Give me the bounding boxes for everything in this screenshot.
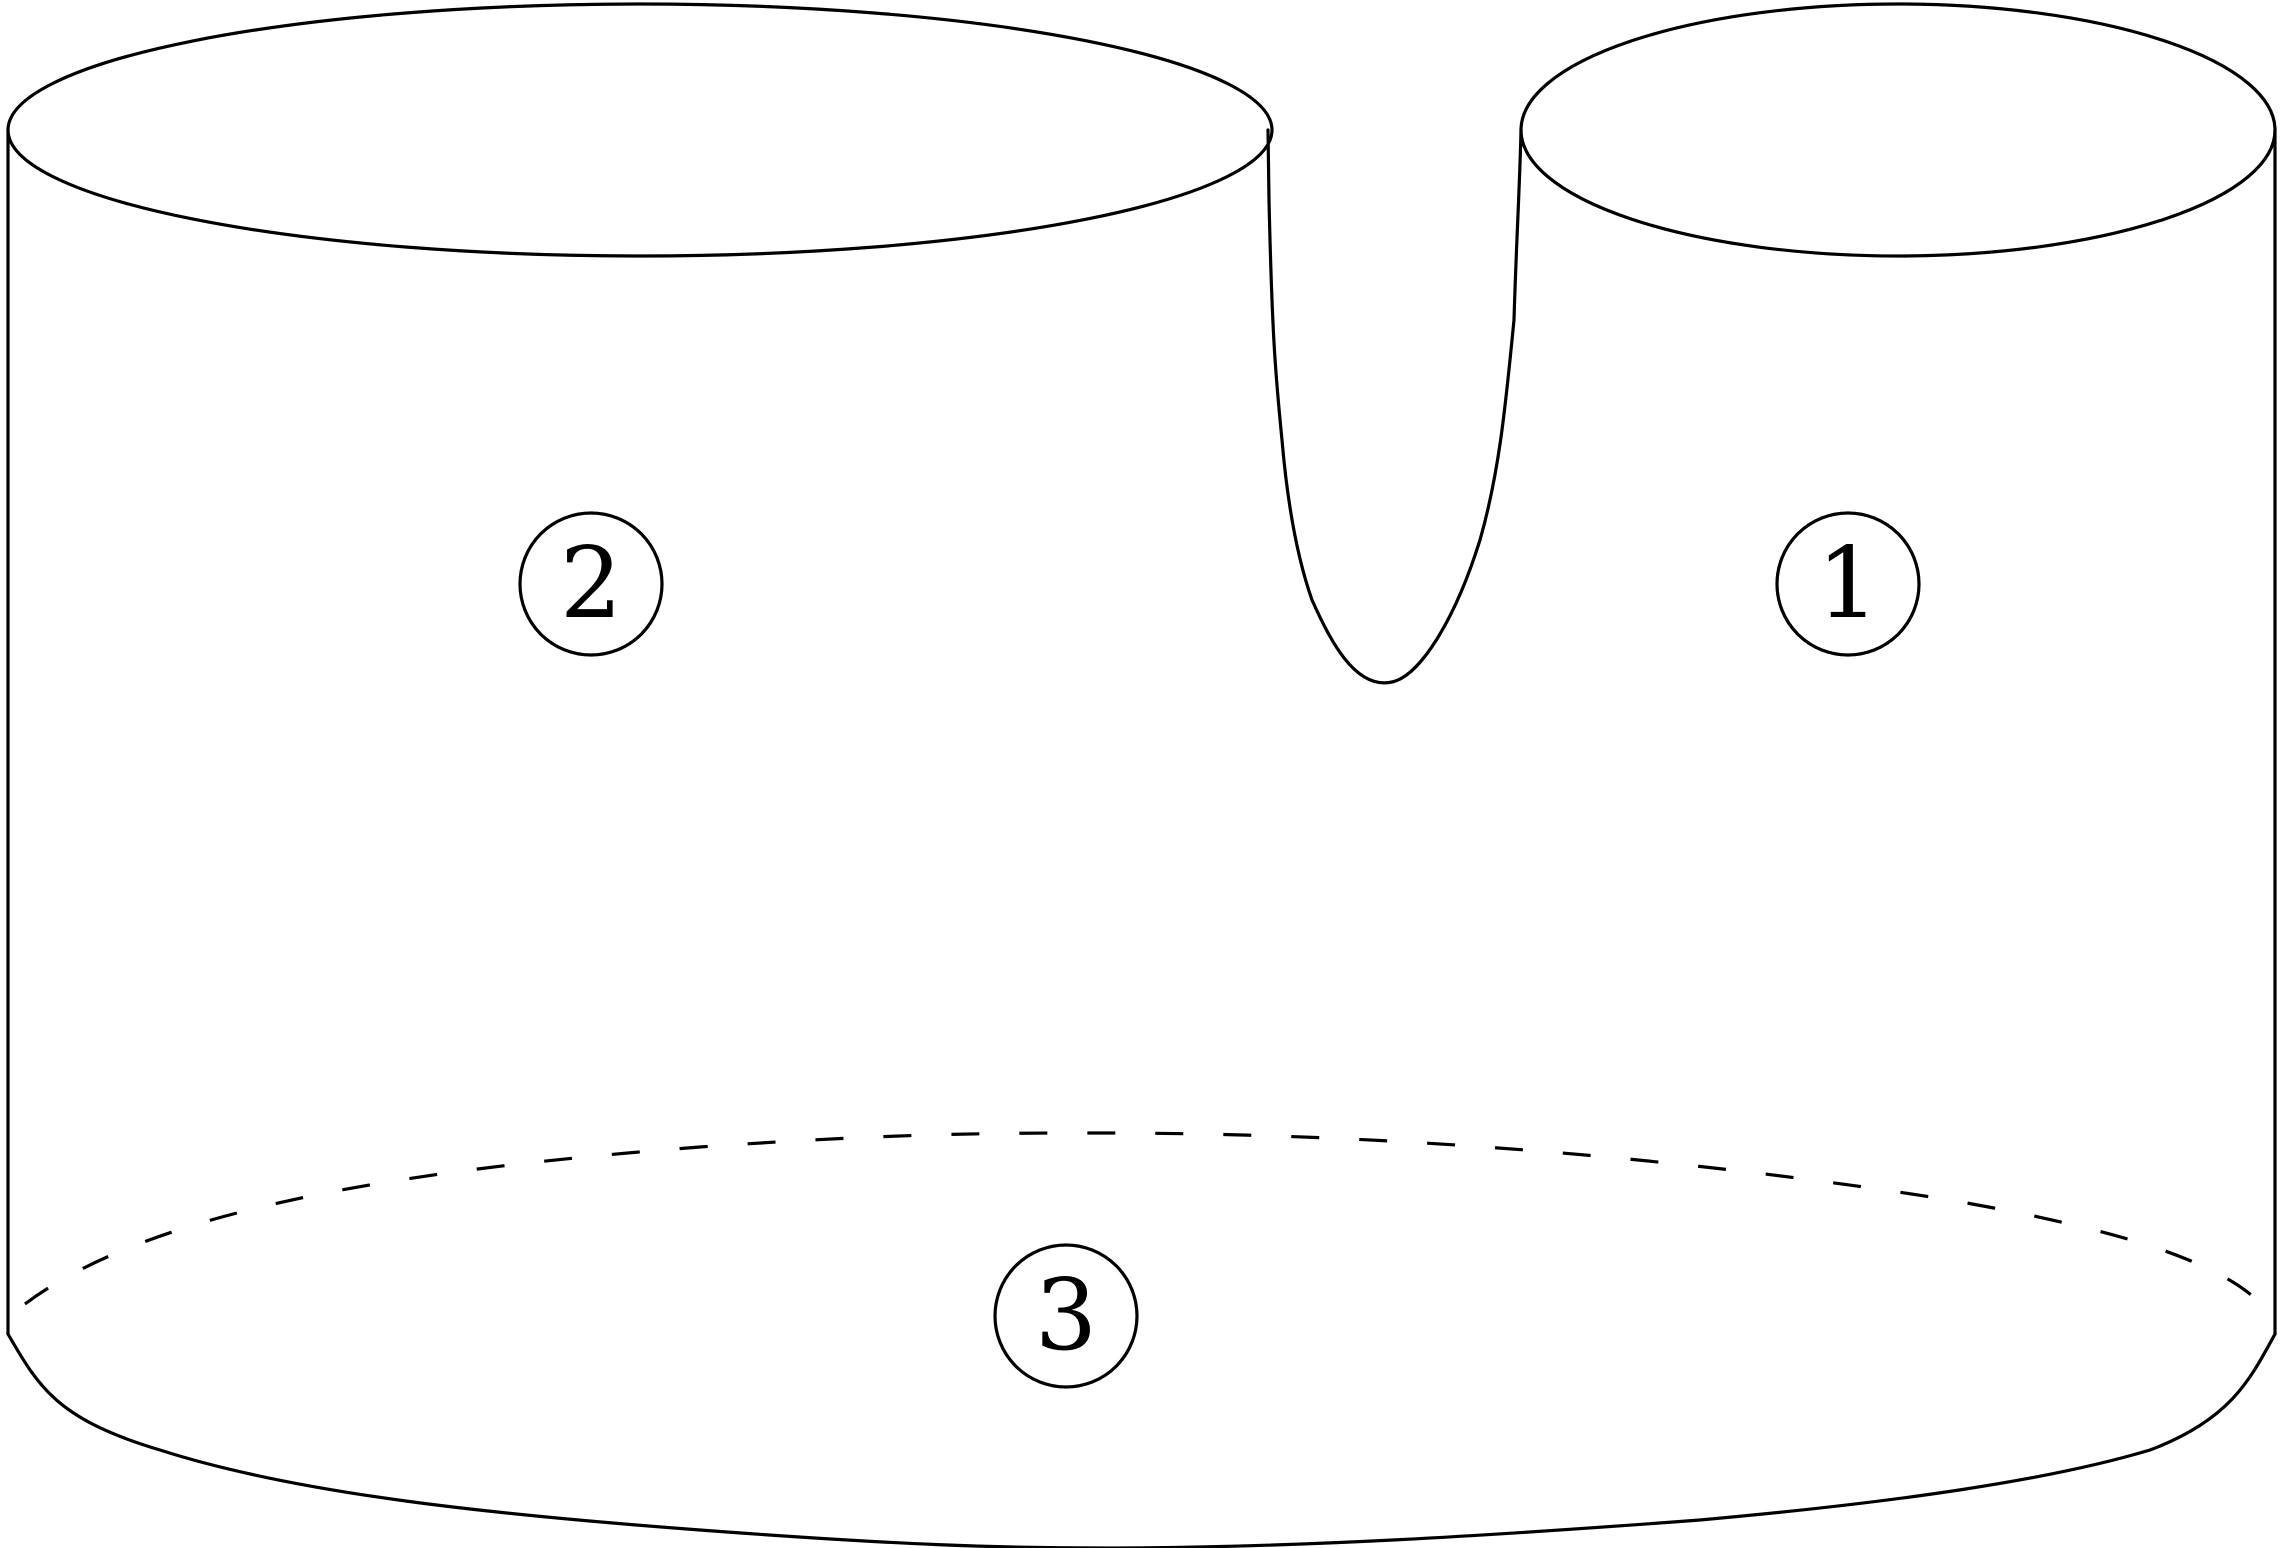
boundary-circle-2 xyxy=(6,2,1274,258)
marker-1: 1 xyxy=(1775,511,1921,657)
inner-fold-curve xyxy=(1266,128,1523,685)
marker-3: 3 xyxy=(993,1243,1139,1389)
marker-2: 2 xyxy=(518,511,664,657)
marker-1-label: 1 xyxy=(1817,527,1879,641)
boundary-circle-1 xyxy=(1519,2,2277,258)
marker-2-label: 2 xyxy=(560,527,622,641)
boundary-circle-3-front xyxy=(6,1332,2277,1548)
marker-2-ring xyxy=(518,511,664,657)
marker-1-ring xyxy=(1775,511,1921,657)
boundary-circle-3-back xyxy=(24,1131,2277,1321)
marker-3-ring xyxy=(993,1243,1139,1389)
marker-3-label: 3 xyxy=(1035,1259,1097,1373)
